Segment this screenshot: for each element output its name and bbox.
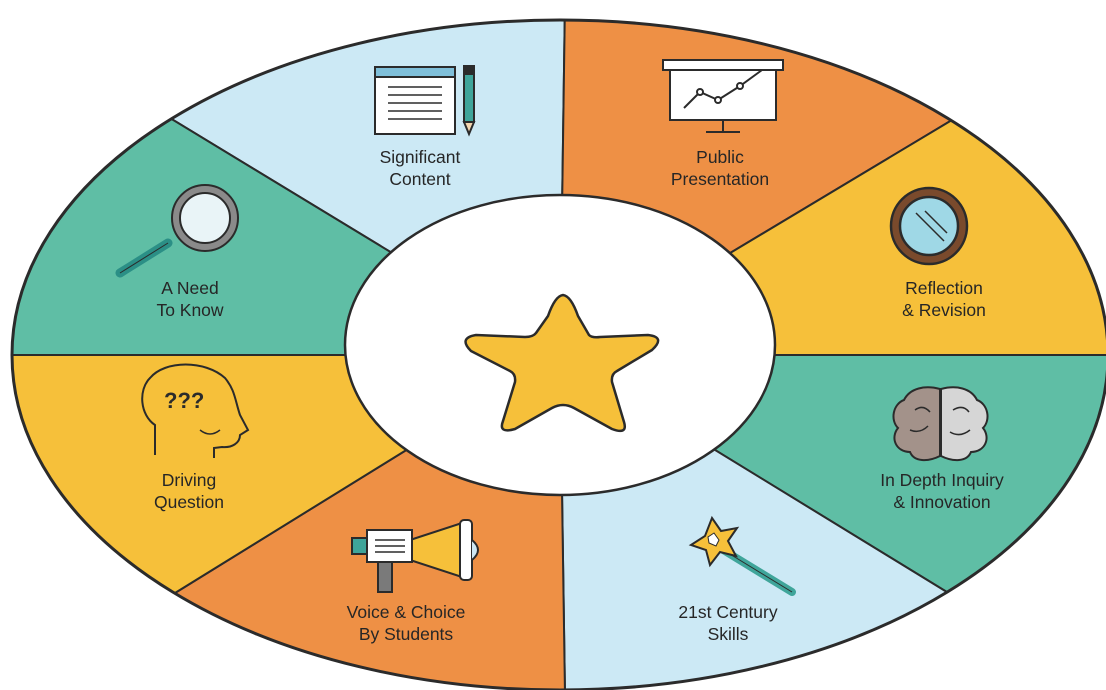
magic-wand-icon bbox=[688, 515, 796, 596]
label-line2: Question bbox=[154, 492, 224, 512]
label-line1: 21st Century bbox=[678, 602, 777, 622]
label-line1: Voice & Choice bbox=[347, 602, 466, 622]
label-line2: & Revision bbox=[902, 300, 986, 320]
magnifying-glass-icon bbox=[115, 184, 239, 278]
label-line2: Presentation bbox=[671, 169, 769, 189]
label-line1: Significant bbox=[380, 147, 461, 167]
label-line1: Driving bbox=[162, 470, 216, 490]
label-in-depth-inquiry: In Depth Inquiry& Innovation bbox=[880, 470, 1004, 512]
label-line2: Skills bbox=[708, 624, 749, 644]
mirror-icon bbox=[889, 186, 969, 266]
head-question-marks: ??? bbox=[164, 388, 204, 413]
label-line1: Reflection bbox=[905, 278, 983, 298]
label-line1: Public bbox=[696, 147, 744, 167]
label-line1: In Depth Inquiry bbox=[880, 470, 1004, 490]
wheel-outline bbox=[10, 18, 1106, 690]
label-line2: To Know bbox=[156, 300, 223, 320]
label-line2: & Innovation bbox=[893, 492, 990, 512]
presentation-board-icon bbox=[662, 59, 784, 133]
label-line1: A Need bbox=[161, 278, 218, 298]
label-line2: Content bbox=[389, 169, 450, 189]
megaphone-icon bbox=[351, 519, 479, 593]
notepad-pencil-icon bbox=[374, 65, 476, 137]
label-reflection-revision: Reflection& Revision bbox=[902, 278, 986, 320]
label-line2: By Students bbox=[359, 624, 454, 644]
star-icon bbox=[464, 293, 660, 433]
head-question-icon: ??? bbox=[141, 363, 250, 458]
brain-icon bbox=[892, 386, 989, 462]
